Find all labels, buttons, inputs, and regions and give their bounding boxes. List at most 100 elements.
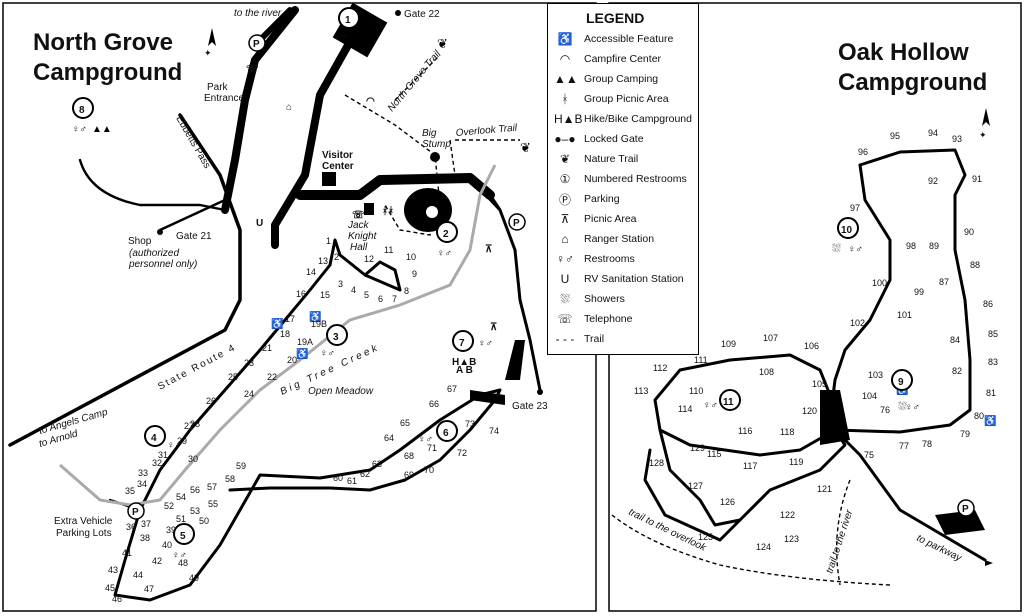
svg-text:♀♂: ♀♂ bbox=[167, 440, 182, 451]
oak-hollow-site-103: 103 bbox=[868, 370, 883, 380]
svg-text:⌂: ⌂ bbox=[286, 102, 292, 113]
svg-text:♀♂: ♀♂ bbox=[72, 124, 87, 135]
restrooms-icon: ♀♂♀♂♀♂ ♀♂♀♂♀♂ ♀♂♀♂ bbox=[72, 32, 493, 561]
north-grove-site-59: 59 bbox=[236, 461, 246, 471]
north-grove-site-56: 56 bbox=[190, 485, 200, 495]
north-grove-site-60: 60 bbox=[333, 473, 343, 483]
legend-item-label: Numbered Restrooms bbox=[584, 173, 687, 185]
north-grove-site-6: 6 bbox=[378, 294, 383, 304]
svg-text:♀♂: ♀♂ bbox=[905, 402, 920, 413]
north-grove-site-61: 61 bbox=[347, 476, 357, 486]
svg-text:P: P bbox=[253, 39, 260, 50]
oak-hollow-site-128: 128 bbox=[649, 458, 664, 468]
north-grove-site-18: 18 bbox=[280, 329, 290, 339]
parking-icon: P bbox=[248, 34, 266, 52]
north-grove-site-58: 58 bbox=[225, 474, 235, 484]
oak-hollow-site-76: 76 bbox=[880, 405, 890, 415]
north-grove-site-49: 49 bbox=[189, 573, 199, 583]
svg-text:7: 7 bbox=[459, 338, 465, 349]
oak-hollow-title-line1: Oak Hollow bbox=[838, 39, 969, 66]
overlook-trail-label: Overlook Trail bbox=[455, 123, 518, 139]
svg-text:♀♂: ♀♂ bbox=[333, 32, 348, 43]
north-grove-site-25: 25 bbox=[228, 372, 238, 382]
hike-bike-ab-label: A B bbox=[456, 365, 473, 376]
legend-item: ❦Nature Trail bbox=[554, 150, 638, 168]
north-grove-site-14: 14 bbox=[306, 267, 316, 277]
rv-sanitation-icon: U bbox=[256, 218, 263, 229]
oak-hollow-site-112: 112 bbox=[653, 363, 667, 373]
svg-text:ᚼᚼ: ᚼᚼ bbox=[382, 205, 394, 217]
shop-label: Shop bbox=[128, 236, 152, 247]
extra-parking-label: Extra Vehicle bbox=[54, 516, 113, 527]
group-camping-icon: ▲▲ bbox=[92, 124, 112, 135]
legend-item-label: Restrooms bbox=[584, 253, 635, 265]
parking-icon: Ⓟ bbox=[558, 192, 571, 207]
oak-hollow-site-98: 98 bbox=[906, 241, 916, 251]
legend-item-label: Trail bbox=[584, 333, 605, 345]
big-stump-label: Big bbox=[422, 128, 437, 139]
parking-icon: P bbox=[508, 213, 526, 231]
oak-hollow-site-104: 104 bbox=[862, 391, 877, 401]
ebbetts-pass-label: Ebbetts Pass bbox=[173, 114, 212, 171]
oak-hollow-site-107: 107 bbox=[763, 333, 778, 343]
north-grove-site-26: 26 bbox=[206, 396, 216, 406]
north-grove-site-40: 40 bbox=[162, 540, 172, 550]
oak-hollow-site-118: 118 bbox=[780, 427, 794, 437]
oak-hollow-site-79: 79 bbox=[960, 429, 970, 439]
svg-text:P: P bbox=[513, 218, 520, 229]
oak-hollow-site-92: 92 bbox=[928, 176, 938, 186]
north-grove-site-73: 73 bbox=[465, 419, 475, 429]
oak-hollow-site-115: 115 bbox=[707, 449, 721, 459]
north-grove-site-4: 4 bbox=[351, 285, 356, 295]
svg-text:❦: ❦ bbox=[520, 140, 531, 155]
north-grove-site-1: 1 bbox=[326, 236, 331, 246]
north-grove-site-54: 54 bbox=[176, 492, 186, 502]
hike-bike-icon: H▲B bbox=[452, 357, 476, 368]
svg-text:3: 3 bbox=[333, 332, 339, 343]
trail-icon: - - - bbox=[555, 332, 575, 346]
oak-hollow-site-119: 119 bbox=[789, 457, 803, 467]
north-grove-site-22: 22 bbox=[267, 372, 277, 382]
restroom-11-icon: 11 bbox=[719, 389, 741, 411]
north-grove-site-69: 69 bbox=[404, 470, 414, 480]
north-grove-site-37: 37 bbox=[141, 519, 151, 529]
oak-hollow-site-123: 123 bbox=[784, 534, 799, 544]
north-grove-site-29: 29 bbox=[177, 436, 187, 446]
svg-text:⛆: ⛆ bbox=[832, 243, 841, 255]
oak-hollow-title-line2: Campground bbox=[838, 69, 987, 96]
north-grove-site-74: 74 bbox=[489, 426, 499, 436]
svg-text:♀♂: ♀♂ bbox=[320, 348, 335, 359]
nature-trail-icon: ❦ bbox=[559, 152, 571, 166]
north-grove-site-71: 71 bbox=[427, 443, 437, 453]
nature-trail-icon: ❦ bbox=[437, 36, 448, 51]
north-grove-site-30: 30 bbox=[188, 454, 198, 464]
north-grove-site-67: 67 bbox=[447, 384, 457, 394]
north-grove-site-31: 31 bbox=[158, 450, 168, 460]
north-grove-site-52: 52 bbox=[164, 501, 174, 511]
oak-hollow-site-89: 89 bbox=[929, 241, 939, 251]
north-grove-site-33: 33 bbox=[138, 468, 148, 478]
north-grove-site-39: 39 bbox=[166, 525, 176, 535]
shop-road bbox=[78, 158, 227, 212]
legend-item: ♀♂Restrooms bbox=[554, 250, 635, 268]
north-grove-site-43: 43 bbox=[108, 565, 118, 575]
north-grove-site-28: 28 bbox=[190, 419, 200, 429]
legend-title: LEGEND bbox=[586, 10, 645, 26]
north-grove-site-46: 46 bbox=[112, 594, 122, 604]
oak-hollow-site-124: 124 bbox=[756, 542, 771, 552]
restroom-6-icon: 6 bbox=[436, 420, 458, 442]
telephone-icon: ☏ bbox=[352, 210, 365, 221]
north-grove-site-55: 55 bbox=[208, 499, 218, 509]
north-grove-trail-label: North Grove Trail bbox=[386, 48, 444, 114]
hike-bike-icon: H▲B bbox=[554, 112, 583, 126]
oak-hollow-site-117: 117 bbox=[743, 461, 757, 471]
svg-text:P: P bbox=[132, 507, 139, 518]
restroom-3-icon: 3 bbox=[326, 324, 348, 346]
legend-item-label: Accessible Feature bbox=[584, 33, 674, 45]
oak-hollow-parking-lot bbox=[935, 510, 985, 535]
north-grove-trail bbox=[344, 94, 441, 236]
north-grove-site-72: 72 bbox=[457, 448, 467, 458]
svg-text:❦: ❦ bbox=[437, 36, 448, 51]
main-access-road bbox=[271, 11, 369, 249]
